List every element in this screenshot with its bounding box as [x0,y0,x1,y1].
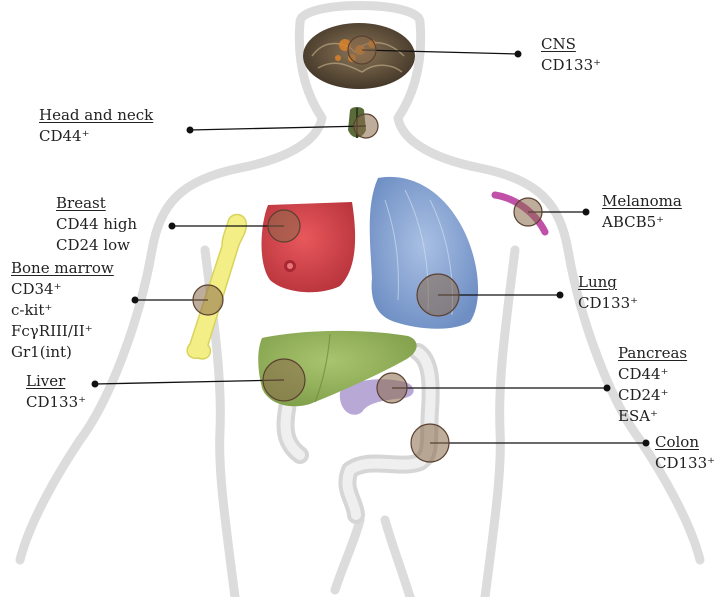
label-cns: CNS CD133⁺ [541,34,601,76]
bone-marker-circle [193,285,223,315]
label-marker: CD34⁺ [11,279,114,300]
label-marker: CD44⁺ [39,126,153,147]
label-title: Pancreas [618,343,687,364]
label-pancreas: Pancreas CD44⁺ CD24⁺ ESA⁺ [618,343,687,427]
label-marker: c-kit⁺ [11,300,114,321]
pancreas-marker-circle [377,373,407,403]
label-marker: ABCB5⁺ [602,212,682,233]
breast-marker-circle [268,210,300,242]
label-head-neck: Head and neck CD44⁺ [39,105,153,147]
label-marker: CD44⁺ [618,364,687,385]
label-liver: Liver CD133⁺ [26,371,86,413]
label-colon: Colon CD133⁺ [655,432,715,474]
label-title: Bone marrow [11,258,114,279]
label-marker: FcγRIII/II⁺ [11,321,114,342]
melanoma-marker-circle [514,198,542,226]
label-title: Lung [578,272,638,293]
label-marker: Gr1(int) [11,342,114,363]
liver-marker-circle [263,359,305,401]
label-bone-marrow: Bone marrow CD34⁺ c-kit⁺ FcγRIII/II⁺ Gr1… [11,258,114,363]
label-marker: CD24⁺ [618,385,687,406]
label-lung: Lung CD133⁺ [578,272,638,314]
head-neck-marker-circle [354,114,378,138]
label-marker: CD133⁺ [541,55,601,76]
label-title: Melanoma [602,191,682,212]
colon-marker-circle [411,424,449,462]
label-melanoma: Melanoma ABCB5⁺ [602,191,682,233]
label-marker: CD133⁺ [578,293,638,314]
label-marker: CD133⁺ [26,392,86,413]
label-title: Head and neck [39,105,153,126]
label-title: CNS [541,34,601,55]
label-marker: CD133⁺ [655,453,715,474]
label-marker: CD24 low [56,235,137,256]
label-marker: CD44 high [56,214,137,235]
cns-marker-circle [348,36,376,64]
label-title: Liver [26,371,86,392]
label-title: Breast [56,193,137,214]
label-title: Colon [655,432,715,453]
label-marker: ESA⁺ [618,406,687,427]
lung-marker-circle [417,274,459,316]
label-breast: Breast CD44 high CD24 low [56,193,137,256]
